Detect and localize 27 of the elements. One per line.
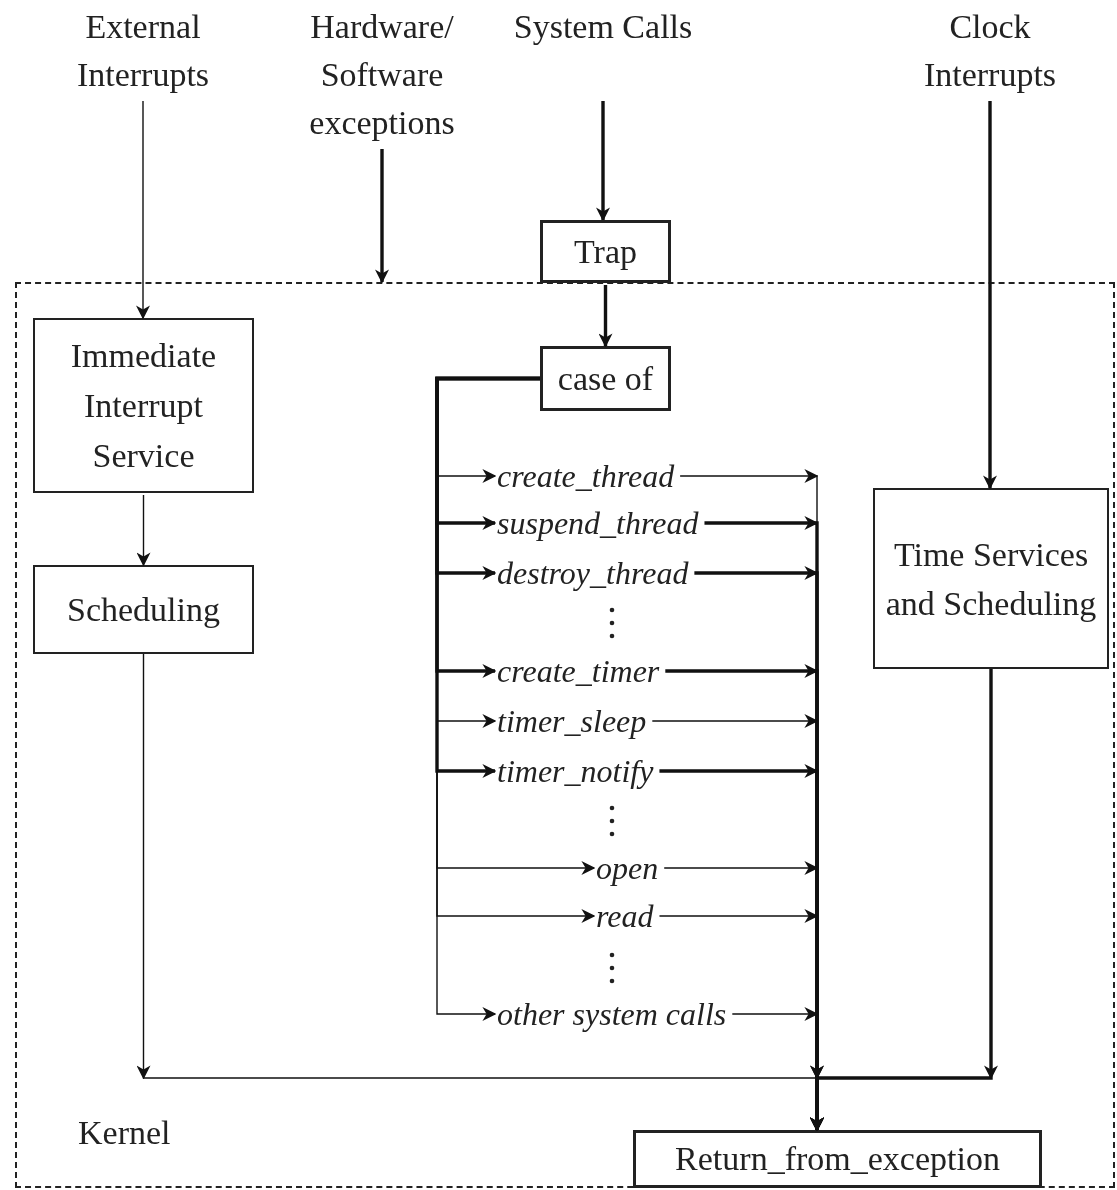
process-box: Time Services and Scheduling <box>873 488 1109 669</box>
system-call-label: timer_notify <box>497 751 654 791</box>
process-box: Return_from_exception <box>633 1130 1042 1188</box>
arrow <box>136 494 151 567</box>
process-box: Trap <box>540 220 671 283</box>
system-call-label: timer_sleep <box>497 701 647 741</box>
arrow <box>598 285 613 348</box>
system-call-label: destroy_thread <box>497 553 689 593</box>
system-call-label: open <box>596 848 659 888</box>
process-box: Immediate Interrupt Service <box>33 318 254 493</box>
source-label: System Calls <box>503 3 703 99</box>
source-label: External Interrupts <box>43 3 243 99</box>
system-call-label: other system calls <box>497 994 727 1034</box>
arrow <box>375 149 389 284</box>
process-box: case of <box>540 346 671 411</box>
arrow <box>136 100 150 320</box>
arrow <box>596 101 610 222</box>
arrow <box>810 669 998 1130</box>
arrow <box>983 101 997 490</box>
source-label: Clock Interrupts <box>880 3 1100 99</box>
region-label: Kernel <box>78 1113 171 1153</box>
system-call-label: read <box>596 896 654 936</box>
process-box: Scheduling <box>33 565 254 654</box>
system-call-label: create_timer <box>497 651 660 691</box>
system-call-label: suspend_thread <box>497 503 699 543</box>
system-call-label: create_thread <box>497 456 675 496</box>
source-label: Hardware/ Software exceptions <box>282 3 482 147</box>
